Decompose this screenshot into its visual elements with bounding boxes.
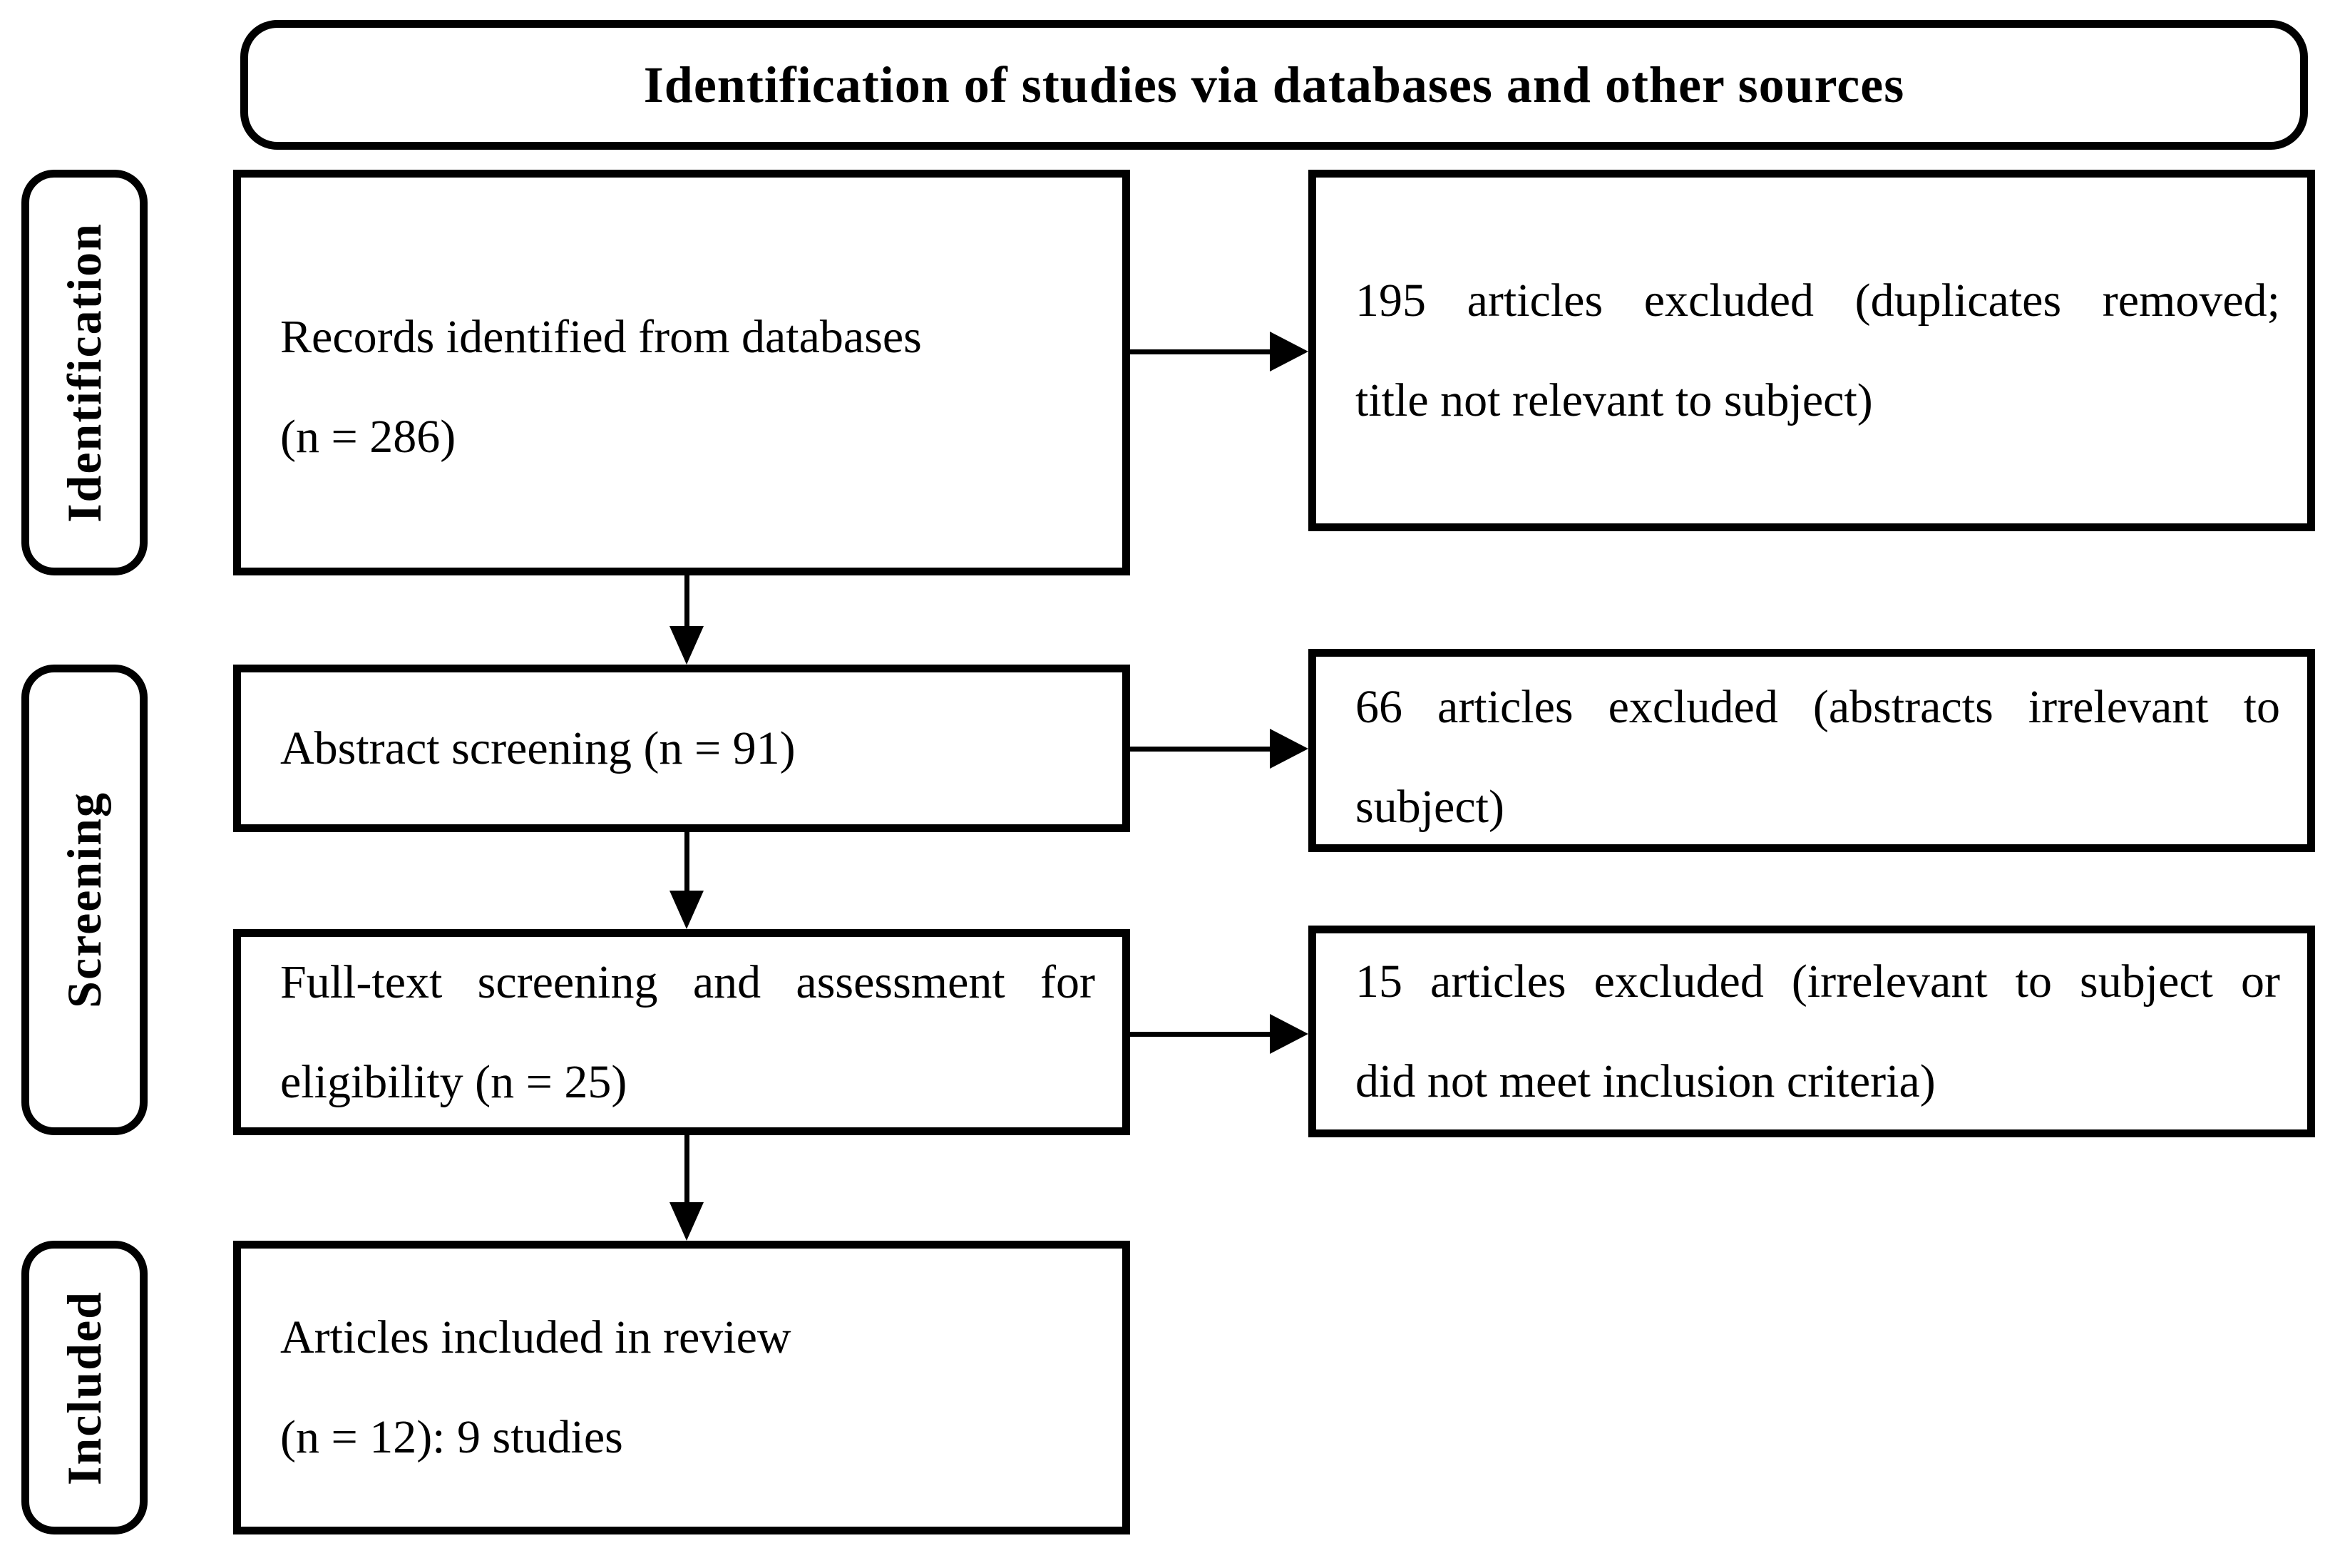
exclusion-box-line: 15 articles excluded (irrelevant to subj… <box>1355 955 2280 1008</box>
arrowhead-right-icon <box>1270 1014 1308 1054</box>
diagram-title: Identification of studies via databases … <box>643 56 1905 113</box>
stage-label-screening: Screening <box>21 665 148 1135</box>
exclusion-box-after-abstract-screening: 66 articles excluded (abstracts irreleva… <box>1308 649 2315 852</box>
arrow-down-records-to-abstract <box>669 575 704 665</box>
arrow-shaft <box>1130 349 1270 354</box>
flow-box-line: (n = 12): 9 studies <box>280 1411 623 1463</box>
flow-box-abstract-screening: Abstract screening (n = 91) <box>233 665 1130 832</box>
arrow-shaft <box>684 832 689 891</box>
stage-label-included: Included <box>21 1241 148 1534</box>
arrowhead-right-icon <box>1270 729 1308 769</box>
exclusion-box-line: 195 articles excluded (duplicates remove… <box>1355 274 2280 327</box>
flow-box-line: Articles included in review <box>280 1311 791 1363</box>
stage-label-text: Screening <box>57 791 111 1008</box>
exclusion-box-line: title not relevant to subject) <box>1355 374 1873 426</box>
flow-box-fulltext-screening: Full-text screening and assessment for e… <box>233 929 1130 1135</box>
arrow-right-records-to-exclusion <box>1130 332 1308 371</box>
exclusion-box-after-identification: 195 articles excluded (duplicates remove… <box>1308 170 2315 531</box>
arrow-right-fulltext-to-exclusion <box>1130 1014 1308 1054</box>
exclusion-box-after-fulltext-screening: 15 articles excluded (irrelevant to subj… <box>1308 926 2315 1137</box>
arrow-shaft <box>1130 746 1270 752</box>
arrow-down-abstract-to-fulltext <box>669 832 704 929</box>
stage-label-text: Included <box>57 1290 111 1485</box>
arrow-shaft <box>684 575 689 626</box>
arrow-down-fulltext-to-included <box>669 1135 704 1241</box>
arrow-right-abstract-to-exclusion <box>1130 729 1308 769</box>
flow-box-line: eligibility (n = 25) <box>280 1055 627 1108</box>
flow-box-line: Abstract screening (n = 91) <box>280 722 796 774</box>
title-box: Identification of studies via databases … <box>240 20 2308 150</box>
stage-label-text: Identification <box>57 222 111 523</box>
flow-box-line: (n = 286) <box>280 410 456 463</box>
exclusion-box-line: 66 articles excluded (abstracts irreleva… <box>1355 680 2280 733</box>
flow-box-line: Full-text screening and assessment for <box>280 955 1095 1008</box>
arrowhead-down-icon <box>669 891 704 929</box>
arrowhead-down-icon <box>669 626 704 665</box>
arrow-shaft <box>684 1135 689 1202</box>
exclusion-box-line: did not meet inclusion criteria) <box>1355 1055 1936 1107</box>
arrowhead-right-icon <box>1270 332 1308 371</box>
arrow-shaft <box>1130 1031 1270 1037</box>
stage-label-identification: Identification <box>21 170 148 575</box>
exclusion-box-line: subject) <box>1355 780 1504 833</box>
flow-box-records-identified: Records identified from databases (n = 2… <box>233 170 1130 575</box>
flow-box-articles-included: Articles included in review (n = 12): 9 … <box>233 1241 1130 1534</box>
flow-box-line: Records identified from databases <box>280 310 922 363</box>
arrowhead-down-icon <box>669 1202 704 1241</box>
